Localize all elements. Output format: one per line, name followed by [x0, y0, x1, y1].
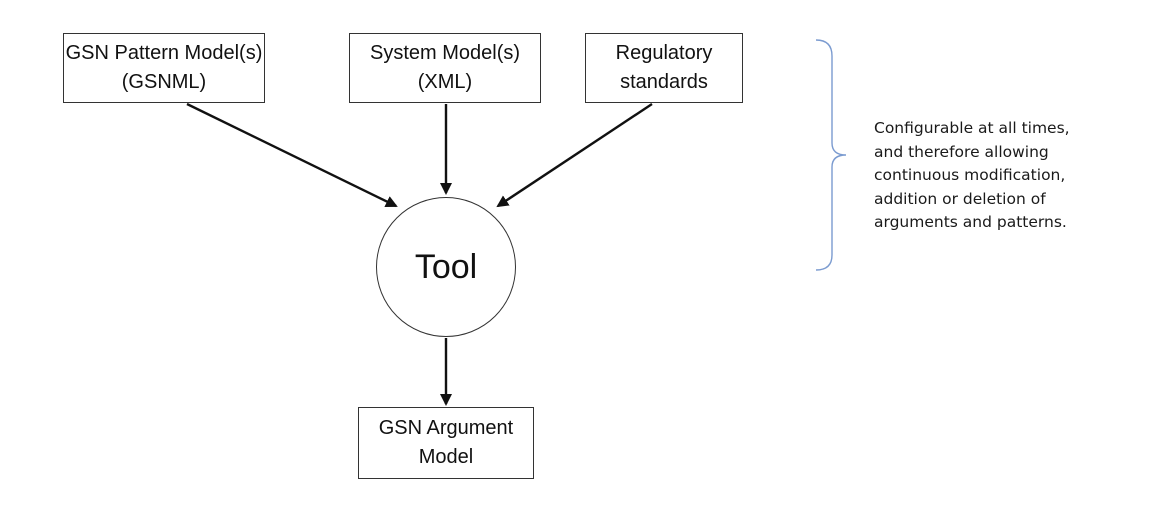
- tool-label: Tool: [414, 247, 478, 286]
- note-line: addition or deletion of: [874, 189, 1046, 208]
- configurability-note: Configurable at all times, and therefore…: [874, 117, 1134, 235]
- arrow-gsn-pattern-to-tool: [186, 102, 398, 208]
- gsn-argument-model-label-line2: Model: [418, 446, 474, 468]
- regulatory-standards-box: Regulatory standards: [585, 33, 743, 103]
- note-line: Configurable at all times,: [874, 119, 1070, 137]
- tool-node: Tool: [376, 197, 516, 337]
- note-line: continuous modification,: [874, 166, 1066, 184]
- note-line: and therefore allowing: [874, 142, 1049, 161]
- system-model-label-line2: (XML): [417, 71, 473, 93]
- regulatory-standards-label-line1: Regulatory: [615, 42, 713, 64]
- curly-bracket: [815, 39, 847, 271]
- gsn-pattern-model-box: GSN Pattern Model(s) (GSNML): [63, 33, 265, 103]
- system-model-box: System Model(s) (XML): [349, 33, 541, 103]
- gsn-pattern-model-label-line1: GSN Pattern Model(s): [65, 42, 263, 64]
- regulatory-standards-label-line2: standards: [620, 71, 708, 93]
- gsn-argument-model-label-line1: GSN Argument: [378, 417, 514, 439]
- gsn-pattern-model-label-line2: (GSNML): [121, 71, 207, 93]
- system-model-label-line1: System Model(s): [369, 42, 521, 64]
- gsn-argument-model-box: GSN Argument Model: [358, 407, 534, 479]
- note-line: arguments and patterns.: [874, 213, 1067, 231]
- arrow-regulatory-to-tool: [496, 102, 653, 208]
